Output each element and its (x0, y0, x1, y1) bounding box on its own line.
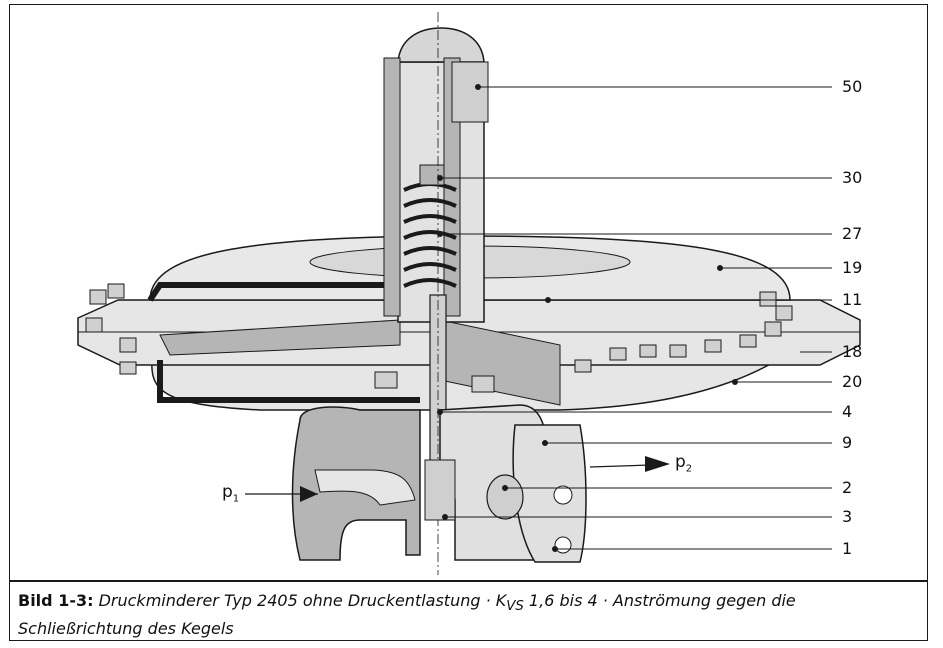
figure-caption: Bild 1-3: Druckminderer Typ 2405 ohne Dr… (18, 590, 918, 640)
callout-20: 20 (842, 372, 863, 391)
callout-19: 19 (842, 258, 863, 277)
p1-arrow (300, 486, 318, 502)
cap (397, 27, 485, 63)
callout-9: 9 (842, 433, 853, 452)
outlet-flange (512, 424, 587, 563)
caption-text: Druckminderer Typ 2405 ohne Druckentlast… (18, 591, 796, 639)
callout-30: 30 (842, 168, 863, 187)
inlet-passage (314, 469, 416, 506)
flange-bolts (85, 283, 793, 393)
p2-arrow (645, 456, 670, 472)
callout-18: 18 (842, 342, 863, 361)
callout-2: 2 (842, 478, 853, 497)
callout-11: 11 (842, 290, 863, 309)
caption-divider (9, 580, 928, 582)
leader-lines (437, 84, 832, 552)
callout-50: 50 (842, 77, 863, 96)
callout-4: 4 (842, 402, 853, 421)
callout-27: 27 (842, 224, 863, 243)
pressure-label-p2: p2 (675, 452, 693, 475)
callout-3: 3 (842, 507, 853, 526)
caption-label: Bild 1-3: (18, 591, 94, 610)
figure-frame (9, 4, 928, 641)
pressure-label-p1: p1 (222, 482, 240, 505)
callout-1: 1 (842, 539, 853, 558)
